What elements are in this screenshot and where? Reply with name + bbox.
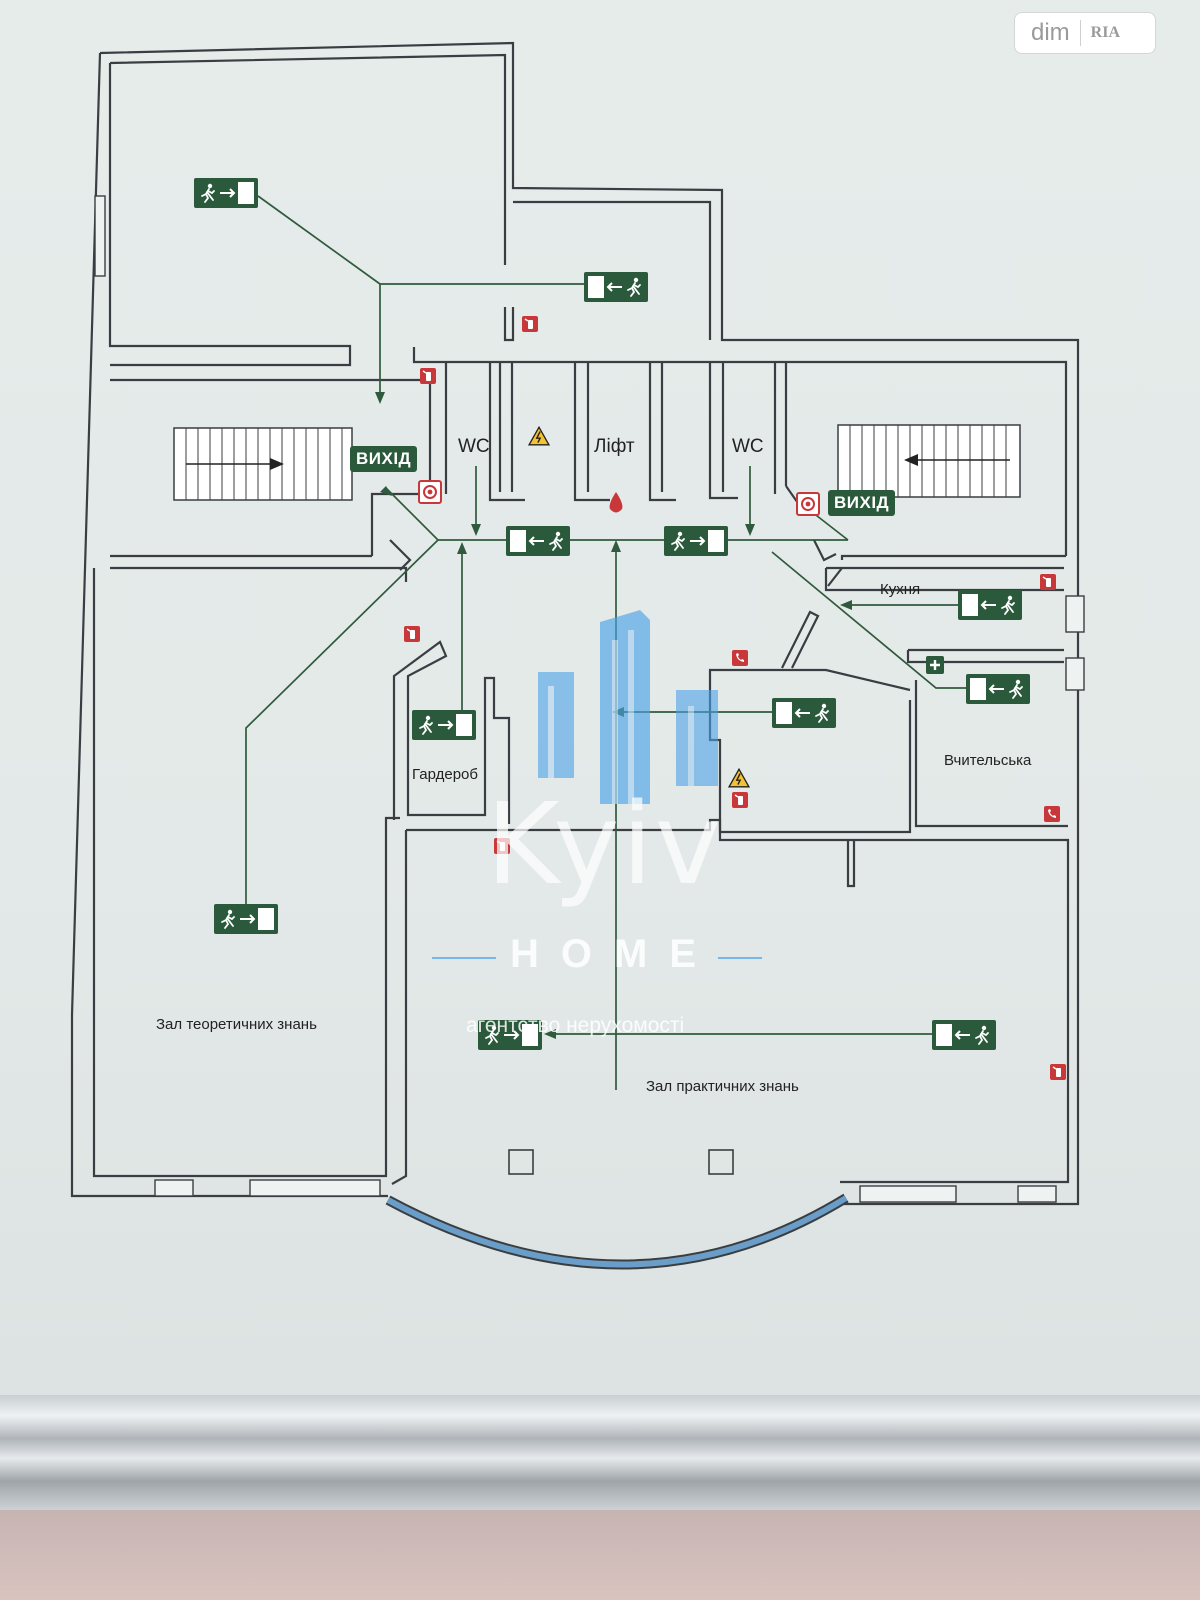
fire-extinguisher-icon (404, 626, 420, 642)
exit-signs (194, 178, 1030, 1050)
route-arrowheads (375, 392, 852, 1039)
wall-below-frame (0, 1510, 1200, 1600)
running-man-exit-icon (214, 904, 278, 934)
watermark-brand: Kyiv (486, 780, 723, 910)
high-voltage-icon (528, 426, 550, 446)
running-man-exit-icon (478, 1020, 542, 1050)
safety-icons (404, 316, 1066, 1080)
room-label-theory-hall: Зал теоретичних знань (156, 1016, 317, 1033)
phone-icon (732, 650, 748, 666)
column (708, 1149, 734, 1175)
first-aid-icon (926, 656, 944, 674)
running-man-exit-icon (958, 590, 1022, 620)
running-man-exit-icon (932, 1020, 996, 1050)
fire-alarm-icon (418, 480, 442, 504)
running-man-exit-icon (772, 698, 836, 728)
running-man-exit-icon (966, 674, 1030, 704)
column (508, 1149, 534, 1175)
watermark-home: HOME (510, 932, 718, 976)
exit-sign-left: ВИХІД (350, 446, 418, 472)
walls (70, 41, 1080, 1206)
fire-extinguisher-icon (1040, 574, 1056, 590)
room-label-lift: Ліфт (594, 436, 635, 457)
running-man-exit-icon (412, 710, 476, 740)
badge-separator (1079, 20, 1081, 46)
fire-extinguisher-icon (732, 792, 748, 808)
room-label-practice-hall: Зал практичних знань (646, 1078, 799, 1095)
fire-extinguisher-icon (420, 368, 436, 384)
fire-alarm-icon (796, 492, 820, 516)
running-man-exit-icon (664, 526, 728, 556)
room-label-cloakroom: Гардероб (412, 766, 478, 783)
running-man-exit-icon (506, 526, 570, 556)
room-label-wc-left: WC (458, 436, 490, 457)
water-drop-icon (609, 492, 623, 513)
running-man-exit-icon (584, 272, 648, 302)
exit-sign-right: ВИХІД (828, 490, 896, 516)
dimria-badge: dim RIA (1014, 12, 1156, 54)
fire-extinguisher-icon (522, 316, 538, 332)
stairs-left (173, 427, 353, 501)
badge-brand-secondary: RIA (1090, 24, 1121, 41)
curved-window (386, 1195, 848, 1268)
watermark-logo-icon (538, 610, 718, 804)
high-voltage-icon (728, 768, 750, 788)
running-man-exit-icon (194, 178, 258, 208)
fire-extinguisher-icon (1050, 1064, 1066, 1080)
phone-icon (1044, 806, 1060, 822)
watermark-subtitle: агентство нерухомості (466, 1014, 685, 1037)
windows (94, 195, 1085, 1203)
room-label-kitchen: Кухня (880, 581, 921, 598)
stairs-right (837, 424, 1021, 498)
room-label-wc-right: WC (732, 436, 764, 457)
room-label-teachers: Вчительська (944, 752, 1032, 769)
badge-brand: dim (1031, 19, 1070, 46)
picture-frame-edge (0, 1395, 1200, 1510)
